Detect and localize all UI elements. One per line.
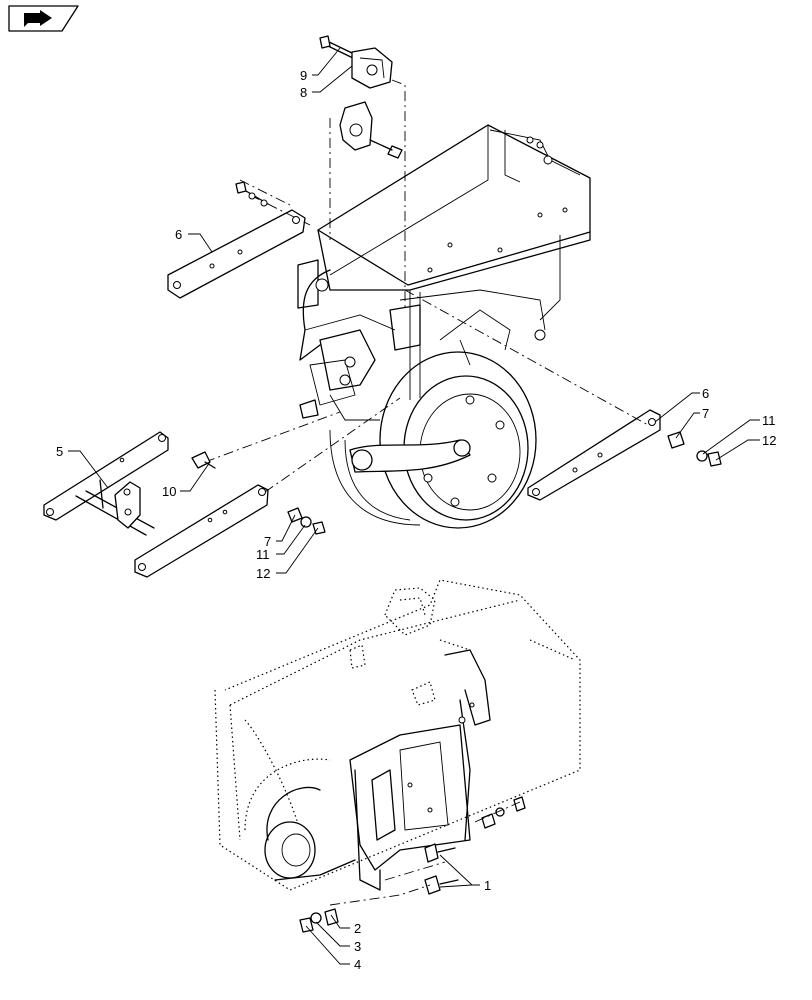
- part-6-link-right: [527, 409, 661, 501]
- callout-10: 10: [162, 484, 176, 499]
- hardware-stack-lower: [299, 908, 339, 933]
- upper-assembly: [297, 101, 591, 529]
- callout-9: 9: [300, 68, 307, 83]
- callout-3: 3: [354, 939, 361, 954]
- callout-6-right: 6: [702, 386, 709, 401]
- callout-12-right: 12: [762, 433, 776, 448]
- hardware-stack-left: [287, 507, 326, 535]
- callout-11-left: 11: [256, 547, 270, 562]
- part-5-frame: [43, 431, 269, 578]
- callout-6-left: 6: [175, 227, 182, 242]
- callout-2: 2: [354, 921, 361, 936]
- hardware-stack-right: [667, 431, 722, 467]
- callout-7-right: 7: [702, 406, 709, 421]
- lower-assembly: [214, 579, 581, 895]
- callout-5: 5: [56, 444, 63, 459]
- callout-11-right: 11: [762, 413, 776, 428]
- callout-1: 1: [484, 878, 491, 893]
- callout-4: 4: [354, 957, 361, 972]
- leader-lines: [68, 47, 760, 965]
- navigation-arrow-icon[interactable]: [8, 5, 79, 32]
- callout-8: 8: [300, 85, 307, 100]
- part-9-bolt: [319, 35, 356, 60]
- callout-7-left: 7: [264, 534, 271, 549]
- part-8-bracket: [351, 47, 393, 89]
- callout-12-left: 12: [256, 566, 270, 581]
- part-6-link-left: [167, 181, 306, 299]
